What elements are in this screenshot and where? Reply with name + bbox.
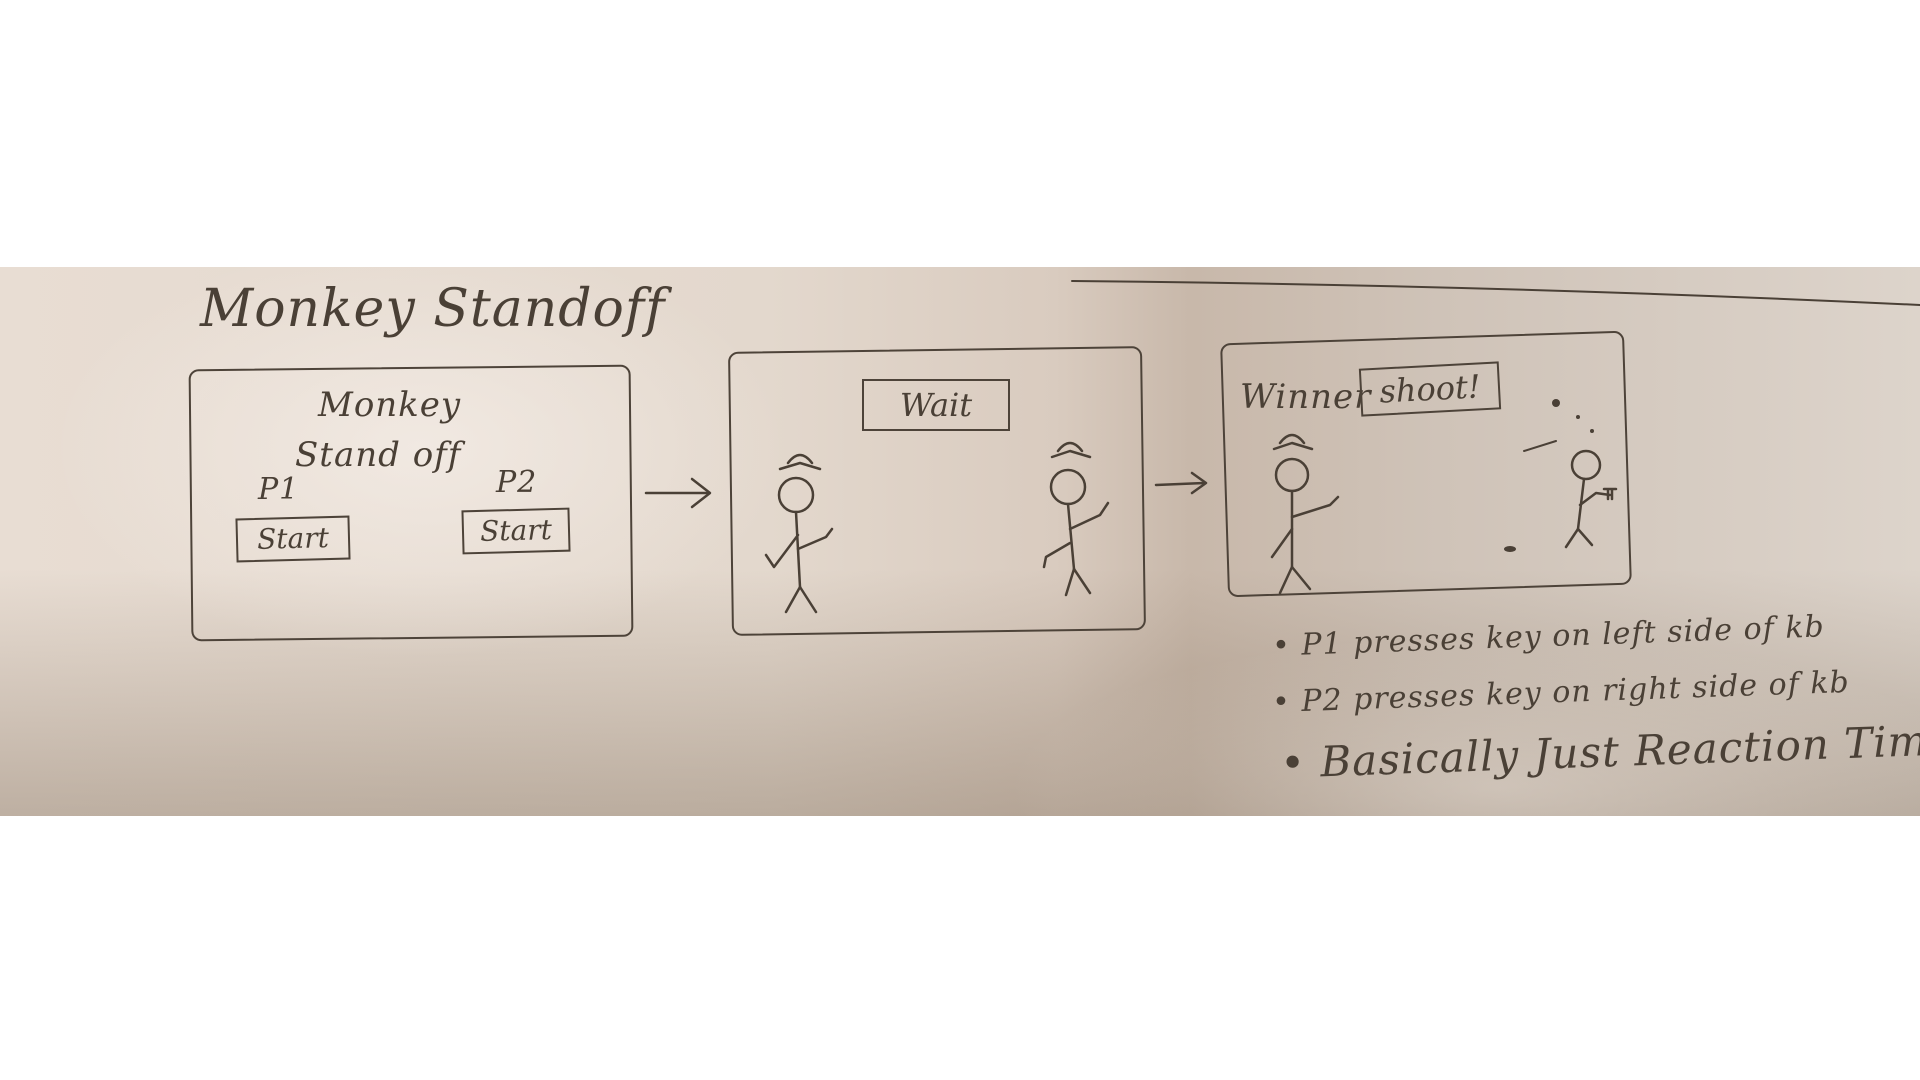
monkey-left-figure [764, 453, 834, 614]
page-edge-line [1071, 280, 1920, 306]
bullet-trail [1504, 399, 1594, 552]
menu-p1-label: P1 [258, 472, 300, 507]
sketch-title: Monkey Standoff [200, 279, 666, 339]
sketch-paper: Monkey Standoff Monkey Stand off P1 P2 S… [0, 267, 1920, 816]
menu-game-title-line1: Monkey [318, 385, 462, 425]
arrow-wait-to-result [1154, 471, 1208, 495]
monkey-winner-figure [1270, 433, 1340, 595]
sketch-drawings [644, 280, 1920, 614]
menu-p2-label: P2 [496, 465, 538, 500]
paper-lighting [0, 267, 1920, 816]
monkey-right-figure [1042, 441, 1110, 597]
winner-label: Winner [1240, 377, 1372, 417]
arrow-menu-to-wait [644, 477, 712, 509]
monkey-loser-figure [1564, 449, 1618, 549]
wait-status-box: Wait [862, 379, 1010, 431]
menu-game-title-line2: Stand off [295, 435, 462, 475]
